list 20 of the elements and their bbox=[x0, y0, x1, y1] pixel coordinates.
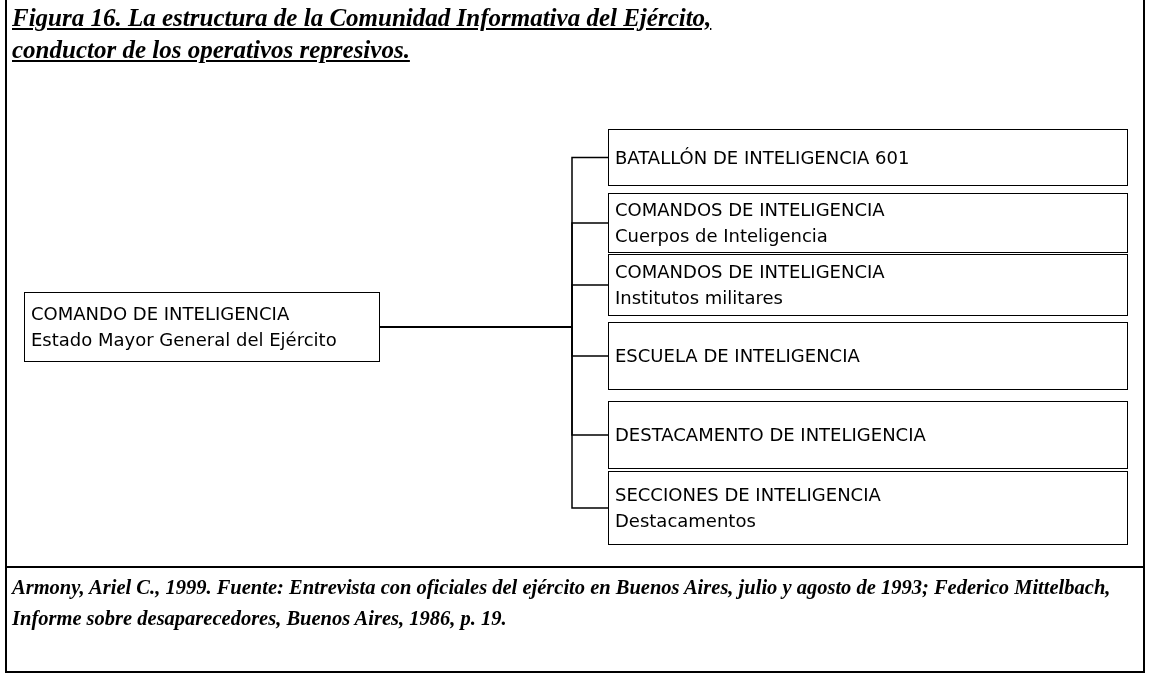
unit-box bbox=[608, 129, 1128, 186]
box-label: COMANDOS DE INTELIGENCIA bbox=[615, 260, 885, 284]
box-label: ESCUELA DE INTELIGENCIA bbox=[615, 344, 860, 368]
box-label: Cuerpos de Inteligencia bbox=[615, 224, 828, 248]
source-caption: Armony, Ariel C., 1999. Fuente: Entrevista con oficiales del ejército en Buenos Aires, julio y agosto de 1993; Federico Mittelbach, Informe sobre desaparecedores, Buenos Aires, 1986, p. 19. bbox=[12, 575, 1112, 632]
box-label: DESTACAMENTO DE INTELIGENCIA bbox=[615, 423, 926, 447]
unit-box bbox=[608, 471, 1128, 545]
box-label: BATALLÓN DE INTELIGENCIA 601 bbox=[615, 145, 910, 170]
command-box bbox=[24, 292, 380, 362]
box-label: Estado Mayor General del Ejército bbox=[31, 328, 337, 352]
figure-title: Figura 16. La estructura de la Comunidad Informativa del Ejército, conductor de los operativos represivos. bbox=[12, 3, 713, 65]
box-label: Institutos militares bbox=[615, 286, 783, 310]
unit-box bbox=[608, 193, 1128, 253]
unit-box bbox=[608, 254, 1128, 316]
box-label: COMANDO DE INTELIGENCIA bbox=[31, 302, 290, 326]
unit-box bbox=[608, 322, 1128, 390]
box-label: Destacamentos bbox=[615, 509, 756, 533]
box-label: COMANDOS DE INTELIGENCIA bbox=[615, 198, 885, 222]
unit-box bbox=[608, 401, 1128, 469]
box-label: SECCIONES DE INTELIGENCIA bbox=[615, 483, 881, 507]
